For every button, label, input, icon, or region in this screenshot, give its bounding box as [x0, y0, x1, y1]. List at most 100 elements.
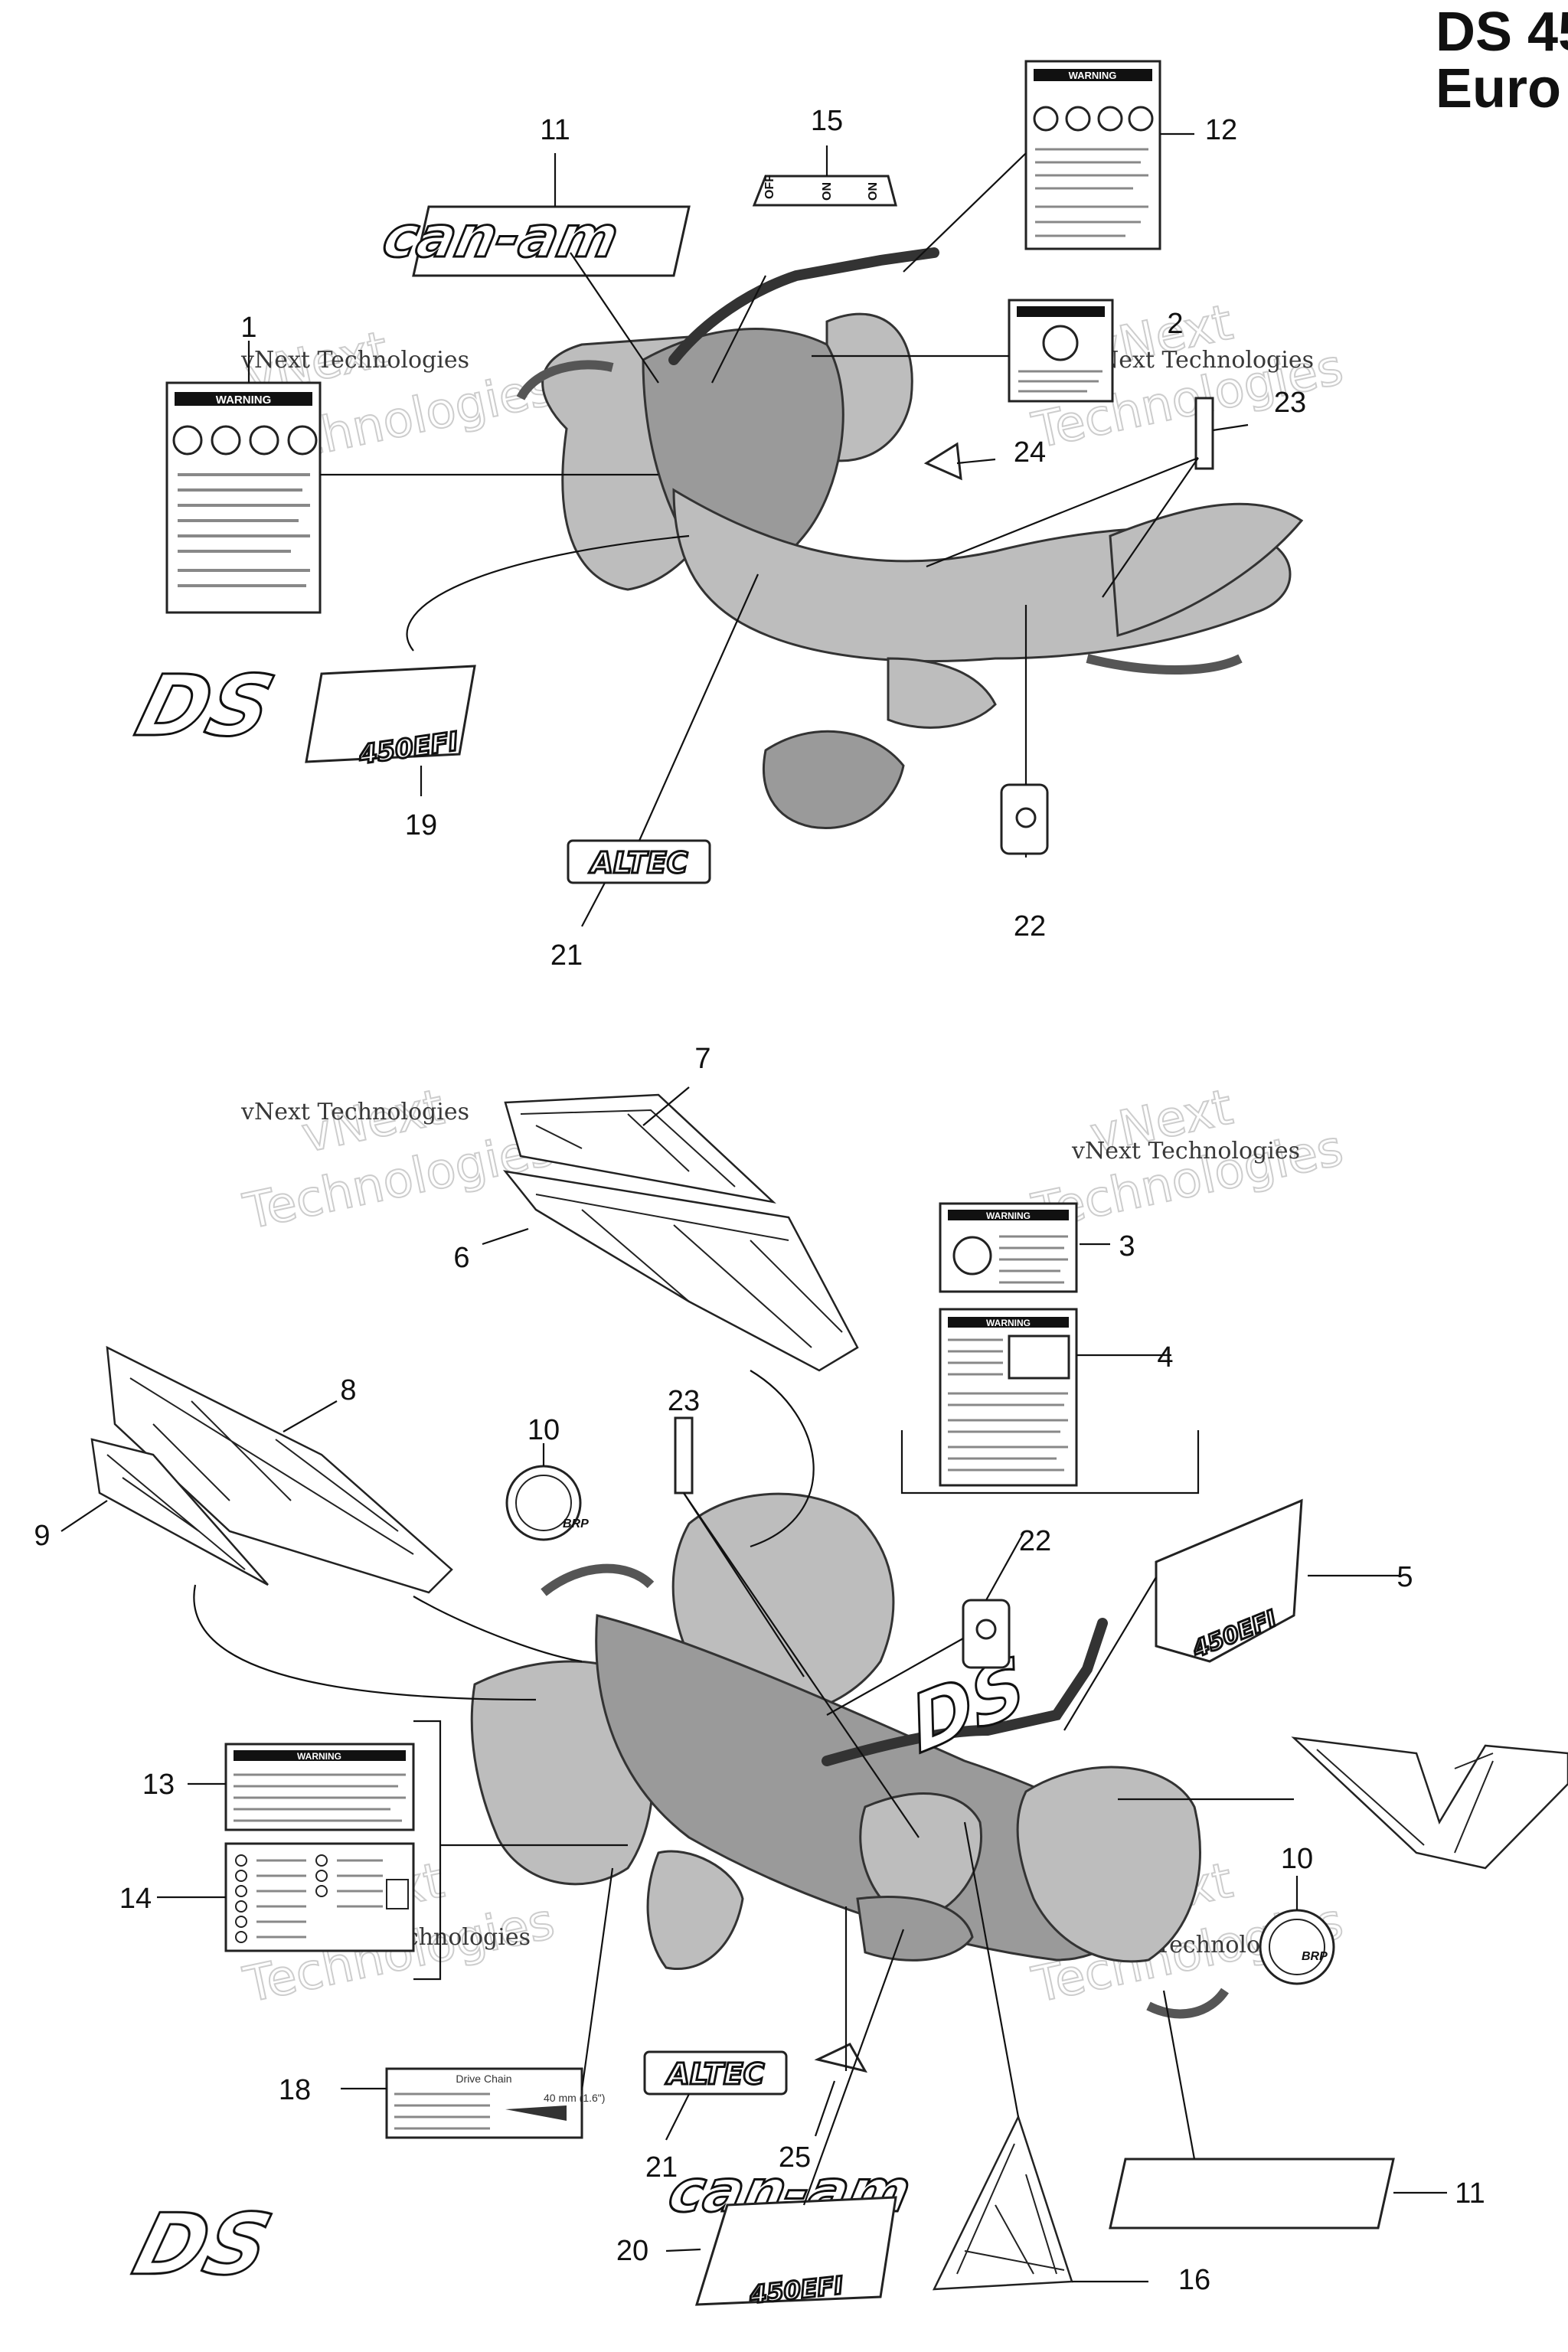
decal-warning-1: WARNING: [165, 381, 322, 614]
pictogram-icon: [1042, 325, 1079, 361]
brp-text: BRP: [1302, 1950, 1328, 1963]
switch-off-text: OFF: [763, 175, 776, 199]
pictogram-icon: [172, 425, 203, 456]
callout-1: 1: [240, 312, 256, 344]
callout-12: 12: [1205, 114, 1237, 146]
decal-ds-20: DS 450EFI: [123, 2195, 897, 2311]
callout-14: 14: [119, 1883, 152, 1915]
stripe-shape: [1291, 1736, 1568, 1870]
pictogram-icon: [211, 425, 241, 456]
callout-22: 22: [1014, 910, 1046, 942]
stripe-pattern: [129, 1377, 414, 1555]
stripe-shape: [106, 1345, 453, 1594]
front-side-panel: [859, 1792, 982, 1923]
decal-brp-10-right: BRP: [1259, 1909, 1335, 1985]
decal-switch-15: OFF ON ON: [752, 175, 897, 207]
callout-16: 16: [1178, 2264, 1210, 2296]
callout-5: 5: [1396, 1561, 1413, 1593]
canam-decal-frame: [1109, 2158, 1395, 2230]
canam-decal-frame: [412, 205, 691, 277]
front-fender: [1016, 1766, 1201, 1963]
pictogram-icon: [1033, 106, 1059, 132]
rear-bumper-tube: [1086, 654, 1243, 675]
altec-decal-frame: [567, 839, 711, 884]
callout-21: 21: [550, 939, 583, 972]
callout-4: 4: [1157, 1341, 1173, 1374]
warning-header-bar: [948, 1210, 1069, 1220]
switch-decal-frame: [752, 175, 897, 207]
stripe-pattern: [535, 1194, 843, 1348]
rear-fender-upper: [825, 312, 913, 462]
callout-20: 20: [616, 2235, 648, 2267]
rear-grab-panel: [887, 657, 997, 729]
pictogram-icon: [249, 425, 279, 456]
callout-25: 25: [779, 2141, 811, 2174]
callout-22: 22: [1019, 1525, 1051, 1557]
decal-altec-21-bottom: ALTEC: [643, 2050, 788, 2096]
warning-text-lines: [234, 1773, 406, 1822]
decal-warning-12: WARNING: [1024, 60, 1161, 250]
bracket-13-14: [413, 1720, 442, 1981]
decal-triangle-24: [923, 442, 962, 481]
pictogram-icon: [287, 425, 318, 456]
warning-header-bar: [175, 392, 312, 406]
brp-inner-ring: [1269, 1919, 1325, 1975]
decal-info-14: [224, 1842, 415, 1952]
bracket-3-4: [900, 1430, 1200, 1494]
callout-23: 23: [1274, 387, 1306, 419]
brp-medallion: [1259, 1909, 1335, 1985]
stripe-pattern: [1316, 1749, 1494, 1854]
warning-text-lines: [178, 473, 310, 587]
decal-triangle-25: [814, 2043, 868, 2073]
watermark-text: vNext Technologies: [240, 1099, 469, 1125]
callout-15: 15: [811, 105, 843, 137]
callout-3: 3: [1119, 1230, 1135, 1263]
decal-v-stripe: [1291, 1736, 1568, 1870]
warning-header-text: WARNING: [297, 1751, 341, 1762]
callout-23: 23: [668, 1385, 700, 1417]
ds-logo-text: DS: [124, 2197, 281, 2295]
watermark-text: vNext Technologies: [240, 347, 469, 374]
warning-header-bar: [234, 1750, 406, 1761]
pictogram-icon: [1128, 106, 1154, 132]
watermark-text: vNext Technologies: [1085, 347, 1314, 374]
decal-warning-13: WARNING: [224, 1743, 415, 1831]
decal-warning-3: WARNING: [939, 1202, 1078, 1293]
handlebar: [822, 1618, 1108, 1766]
pictogram-icon: [1097, 106, 1123, 132]
callout-19: 19: [405, 809, 437, 841]
decal-warning-2: [1008, 299, 1114, 403]
atv-top-view: [516, 247, 1304, 829]
spec-table: [1008, 1334, 1070, 1380]
brp-inner-ring: [515, 1475, 572, 1531]
altec-logo-text: ALTEC: [665, 2057, 764, 2091]
callout-8: 8: [340, 1374, 356, 1406]
leader-lines-top: [247, 132, 1249, 927]
decal-stripe-7: [504, 1093, 776, 1204]
decal-warning-4: WARNING: [939, 1308, 1078, 1487]
decal-stripe-6: [502, 1170, 859, 1372]
callout-11: 11: [540, 114, 570, 146]
handlebar: [668, 247, 939, 365]
decal-strip-23-top: [1194, 397, 1214, 470]
callout-21: 21: [645, 2151, 678, 2184]
ds-decal-frame: [305, 665, 476, 763]
warning-label-frame: [1024, 60, 1161, 250]
warning-text-lines: [948, 1338, 1068, 1472]
altec-decal-frame: [643, 2050, 788, 2096]
warning-header-text: WARNING: [216, 394, 272, 407]
info-pictograms: [235, 1854, 328, 1943]
model-title-line1: DS 45: [1436, 2, 1568, 63]
skid-plate: [763, 730, 905, 829]
callout-11: 11: [1455, 2177, 1485, 2210]
stripe-shape: [90, 1438, 269, 1586]
rear-fender-wing: [1109, 502, 1304, 637]
callout-24: 24: [1014, 436, 1046, 469]
info-text-lines: [256, 1859, 383, 1939]
decal-stripe-16: [932, 2114, 1073, 2291]
decal-chain-18: Drive Chain 40 mm (1.6"): [385, 2067, 605, 2139]
warning-header-bar: [1034, 69, 1152, 81]
callout-13: 13: [142, 1769, 175, 1801]
front-bumper-tube: [516, 360, 614, 401]
callout-2: 2: [1167, 308, 1183, 340]
